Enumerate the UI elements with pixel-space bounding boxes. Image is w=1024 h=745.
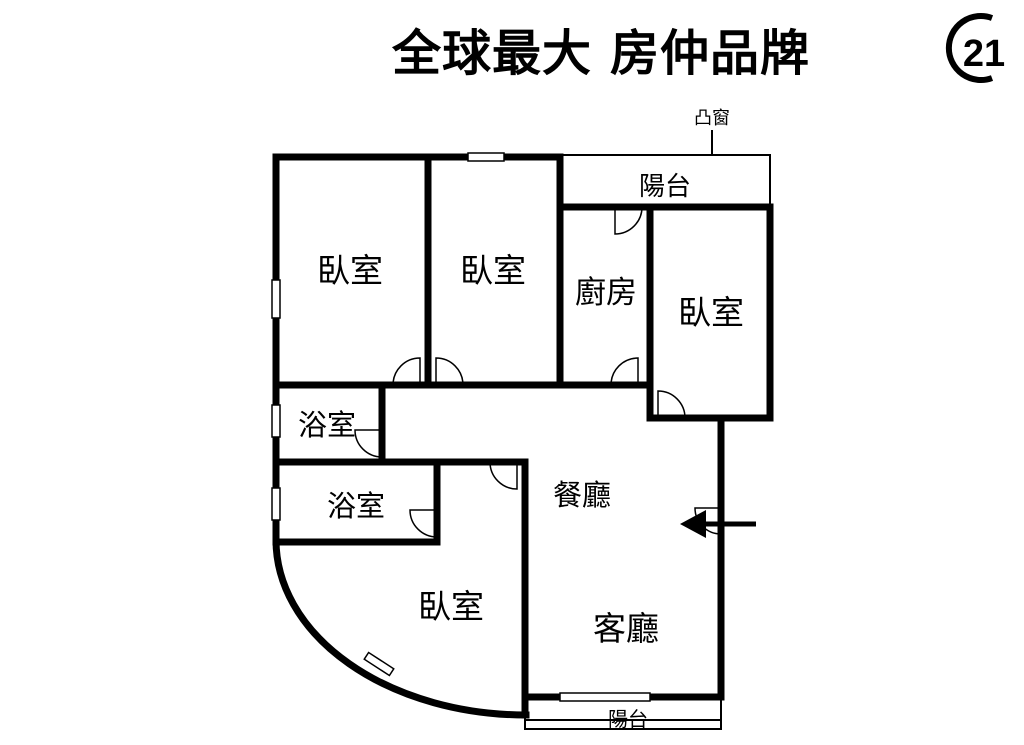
window-curved (363, 651, 395, 677)
label-kitchen: 廚房 (575, 275, 637, 311)
door-bedroom-2 (435, 357, 464, 386)
header-slogan: 全球最大 房仲品牌 (392, 25, 811, 82)
logo-text: 21 (963, 33, 1005, 75)
label-dining: 餐廳 (553, 478, 611, 512)
door-bedroom-3 (657, 390, 686, 419)
door-kitchen-top (614, 206, 643, 235)
label-bedroom-3: 臥室 (678, 293, 744, 332)
label-bedroom-2: 臥室 (460, 251, 526, 290)
label-balcony-bottom: 陽台 (608, 707, 648, 731)
label-bedroom-1: 臥室 (317, 251, 383, 290)
label-balcony-top: 陽台 (639, 172, 691, 202)
bay-window-label: 凸窗 (694, 108, 730, 129)
label-bedroom-4: 臥室 (418, 587, 484, 626)
label-bathroom-2: 浴室 (327, 489, 385, 523)
door-kitchen-bottom (610, 357, 639, 386)
wall-curved (272, 536, 530, 719)
window-top (467, 152, 505, 162)
door-bathroom-1 (354, 429, 383, 458)
room-labels: 臥室 臥室 廚房 臥室 浴室 浴室 餐廳 臥室 客廳 陽台 陽台 (298, 172, 744, 731)
label-living: 客廳 (593, 609, 659, 648)
windows (271, 152, 651, 702)
century21-logo: 21 (945, 13, 1005, 83)
window-left-3 (271, 487, 281, 521)
entrance-arrow-icon (680, 510, 756, 538)
window-left-2 (271, 404, 281, 438)
door-bedroom-4 (489, 461, 518, 490)
door-bedroom-1 (392, 357, 421, 386)
window-bottom-balcony (559, 692, 651, 702)
doors (354, 206, 722, 538)
door-bathroom-2 (409, 509, 438, 538)
label-bathroom-1: 浴室 (298, 408, 356, 442)
window-left-1 (271, 279, 281, 319)
